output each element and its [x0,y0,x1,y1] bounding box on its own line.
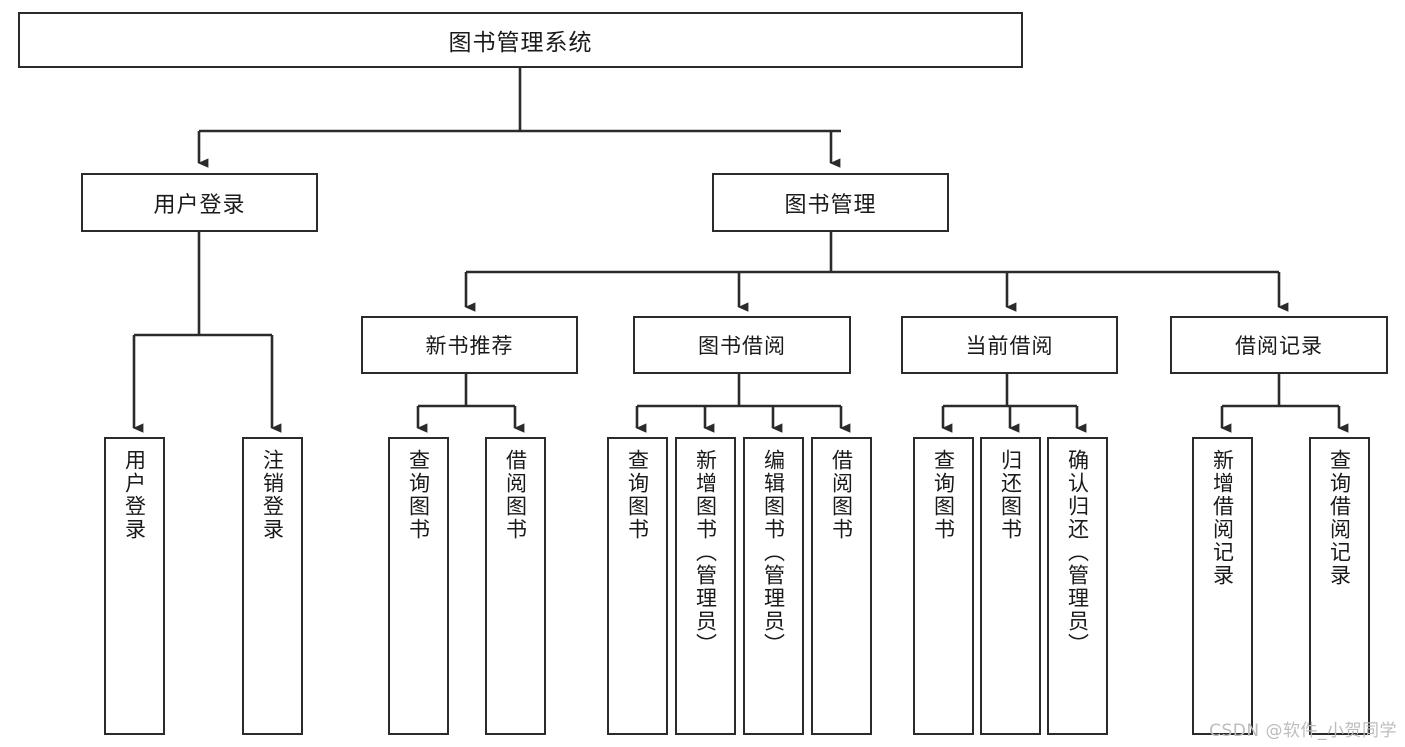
node-label: 用户登录 [122,449,147,541]
watermark-text: CSDN @软件_小贺同学 [1209,721,1397,741]
leaf-edit-book-admin[interactable]: 编辑图书（管理员） [743,437,804,735]
node-label: 图书管理 [784,192,877,218]
node-root-book-management-system[interactable]: 图书管理系统 [18,12,1023,68]
leaf-logout[interactable]: 注销登录 [242,437,303,735]
node-label: 当前借阅 [965,334,1054,358]
leaf-borrow-book[interactable]: 借阅图书 [811,437,872,735]
node-label: 借阅图书 [829,449,854,541]
node-label: 归还图书 [998,449,1023,541]
node-new-book-recommend[interactable]: 新书推荐 [361,316,578,374]
node-current-borrow[interactable]: 当前借阅 [901,316,1118,374]
leaf-borrow-book-recommend[interactable]: 借阅图书 [485,437,546,735]
node-book-borrow[interactable]: 图书借阅 [633,316,851,374]
node-label: 借阅图书 [503,449,528,541]
node-label: 确认归还（管理员） [1065,449,1090,656]
node-label: 注销登录 [260,449,285,541]
node-label: 查询借阅记录 [1327,449,1352,587]
leaf-user-login[interactable]: 用户登录 [104,437,165,735]
node-label: 图书管理系统 [448,30,593,56]
node-label: 编辑图书（管理员） [761,449,786,656]
node-label: 新增借阅记录 [1210,449,1235,587]
leaf-query-book-current[interactable]: 查询图书 [913,437,974,735]
leaf-add-book-admin[interactable]: 新增图书（管理员） [675,437,736,735]
leaf-return-book[interactable]: 归还图书 [980,437,1041,735]
leaf-confirm-return-admin[interactable]: 确认归还（管理员） [1047,437,1108,735]
node-book-management[interactable]: 图书管理 [712,173,949,232]
node-label: 用户登录 [153,192,246,218]
node-label: 查询图书 [931,449,956,541]
leaf-add-borrow-record[interactable]: 新增借阅记录 [1192,437,1253,735]
node-label: 查询图书 [406,449,431,541]
leaf-query-borrow-record[interactable]: 查询借阅记录 [1309,437,1370,735]
node-label: 新书推荐 [425,334,514,358]
node-borrow-record[interactable]: 借阅记录 [1170,316,1388,374]
leaf-query-book-borrow[interactable]: 查询图书 [607,437,668,735]
node-label: 借阅记录 [1235,334,1323,358]
node-label: 查询图书 [625,449,650,541]
node-label: 新增图书（管理员） [693,449,718,656]
node-user-login[interactable]: 用户登录 [81,173,318,232]
leaf-query-book-recommend[interactable]: 查询图书 [388,437,449,735]
node-label: 图书借阅 [698,334,786,358]
